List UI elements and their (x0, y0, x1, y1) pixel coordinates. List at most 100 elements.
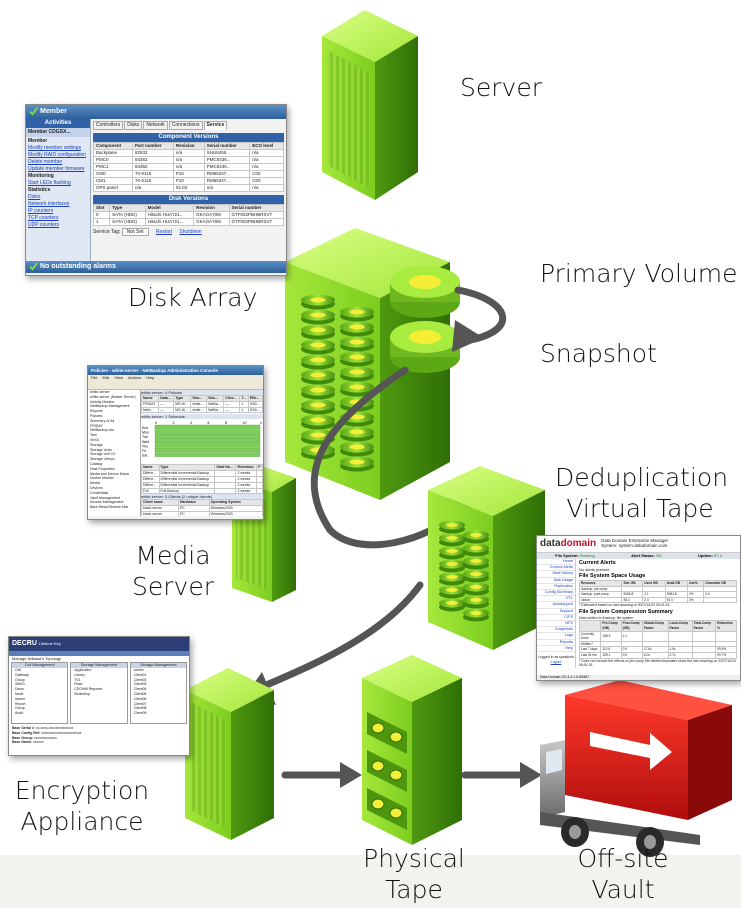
tree-item[interactable]: Bare Metal Restore Mar (90, 505, 129, 510)
dd-logout-button[interactable]: Logout (550, 660, 562, 665)
dd-sidebar-item[interactable]: CIFS (537, 615, 575, 622)
tree-item[interactable]: Media and Device Mana (90, 471, 129, 476)
schedule-window-bar[interactable] (154, 448, 261, 453)
shutdown-button[interactable]: Shutdown (179, 229, 202, 235)
menu-item-actions[interactable]: Actions (127, 375, 142, 380)
decru-tree-item[interactable]: Bookshop (74, 691, 90, 696)
dd-sidebar-item[interactable]: Autosupport (537, 602, 575, 609)
monitoring-link[interactable]: Start LEDs flashing (28, 180, 71, 186)
decru-tree-item[interactable]: Group (15, 706, 25, 711)
decru-tree-item[interactable]: Client07 (133, 701, 147, 706)
decru-tree-item[interactable]: Client04 (133, 687, 147, 692)
menu-item-edit[interactable]: Edit (102, 375, 110, 380)
tree-item[interactable]: NetBackup exc (90, 428, 115, 433)
schedule-window-bar[interactable] (154, 429, 261, 435)
tree-item[interactable]: Catalog (90, 461, 103, 466)
tree-item[interactable]: Activity Monitor (90, 399, 115, 404)
dd-sidebar-item[interactable]: NFS (537, 621, 575, 628)
decru-tree-item[interactable]: Cell (15, 668, 22, 672)
decru-tree-item[interactable]: Admin (15, 696, 25, 701)
dd-sidebar-item[interactable]: Help (537, 646, 575, 653)
dd-sidebar-item[interactable]: Alert History (537, 571, 575, 578)
tree-item[interactable]: Storage Lifecyc (90, 457, 115, 462)
tree-item[interactable]: Devices (90, 485, 103, 490)
statistics-link[interactable]: Network interfaces (28, 201, 70, 207)
decru-tree-item[interactable]: Client05 (133, 691, 147, 696)
dd-comp-row[interactable]: Written:* (578, 640, 737, 648)
menu-item-help[interactable]: Help (146, 375, 155, 380)
decru-tree-item[interactable]: Client06 (133, 696, 147, 701)
tree-item[interactable]: Vault Management (90, 495, 120, 500)
tree-item[interactable]: Storage (90, 442, 103, 447)
tree-item[interactable]: Storage Units (90, 447, 112, 452)
schedule-window-bar[interactable] (154, 443, 261, 448)
dd-sidebar-item[interactable]: Disk Usage (537, 578, 575, 584)
member-link[interactable]: Modify member settings (28, 145, 82, 151)
decru-tree-item[interactable]: Decru (15, 687, 25, 692)
dd-sidebar-item[interactable]: VTL (537, 596, 575, 603)
tree-item[interactable]: Policies (90, 413, 103, 418)
member-link[interactable]: Modify RAID configuration (28, 152, 87, 158)
tree-item[interactable]: FRIDAY (90, 423, 103, 428)
statistics-link[interactable]: Disks (28, 194, 41, 200)
tab-disks[interactable]: Disks (124, 121, 143, 130)
tree-item[interactable]: Vm01 (90, 437, 100, 442)
tree-item[interactable]: Media (90, 481, 100, 486)
member-box[interactable]: Member CDGSX... (26, 128, 90, 137)
dd-sidebar-item[interactable]: Logs (537, 633, 575, 640)
tree-item[interactable]: Summary of All (90, 418, 115, 423)
schedule-window-bar[interactable] (154, 439, 261, 444)
statistics-link[interactable]: TCP counters (28, 215, 59, 221)
decru-tree-item[interactable]: Rsan (74, 682, 83, 687)
dd-sidebar-item[interactable]: Current Alerts (537, 565, 575, 572)
dd-sidebar-item[interactable]: Replication (537, 584, 575, 591)
tree-item[interactable]: Test (90, 433, 97, 438)
dd-sidebar-item[interactable]: Reports (537, 640, 575, 646)
dd-sidebar-item[interactable]: Home (537, 559, 575, 566)
tree-item[interactable]: Host Properties (90, 466, 115, 471)
tab-controllers[interactable]: Controllers (93, 121, 124, 130)
schedule-window-bar[interactable] (154, 425, 261, 430)
decru-tree-item[interactable]: Client01 (133, 672, 147, 677)
tree-item[interactable]: Device Monitor (90, 476, 114, 481)
tree-item[interactable]: Credentials (90, 490, 109, 495)
decru-tree-item[interactable]: Group (15, 677, 25, 682)
tree-item[interactable]: white-server (Master Server) (90, 394, 136, 399)
decru-tree-item[interactable]: CEO/Hill Reporter (74, 687, 103, 692)
dd-sidebar-item[interactable]: Support (537, 609, 575, 615)
decru-tree-item[interactable]: Audit (15, 711, 23, 716)
schedule-window-bar[interactable] (154, 434, 261, 439)
decru-tree-item[interactable]: Application (74, 668, 92, 672)
tree-item[interactable]: Reports (90, 409, 103, 414)
decru-tree-item[interactable]: T01 (74, 677, 81, 682)
member-link[interactable]: Delete member (28, 159, 63, 165)
tree-item[interactable]: Access Management (90, 500, 124, 505)
dd-sidebar-item[interactable]: Config Summary (537, 590, 575, 597)
decru-tree-item[interactable]: Report (15, 701, 26, 706)
menu-item-file[interactable]: File (91, 375, 98, 380)
decru-tree-item[interactable]: Client08 (133, 706, 147, 711)
menu-item-view[interactable]: View (114, 375, 123, 380)
restart-button[interactable]: Restart (155, 229, 173, 235)
decru-tree-item[interactable]: Site01 (15, 682, 25, 687)
decru-tree-item[interactable]: Client09 (133, 711, 147, 716)
member-link[interactable]: Update member firmware (28, 166, 85, 172)
decru-tree-item[interactable]: Client02 (133, 677, 147, 682)
decru-tree-item[interactable]: Library (74, 672, 86, 677)
tab-connections[interactable]: Connections (168, 121, 203, 130)
decru-tree-item[interactable]: Client03 (133, 682, 147, 687)
statistics-link[interactable]: IP counters (28, 208, 54, 214)
tab-network[interactable]: Network (143, 121, 168, 130)
